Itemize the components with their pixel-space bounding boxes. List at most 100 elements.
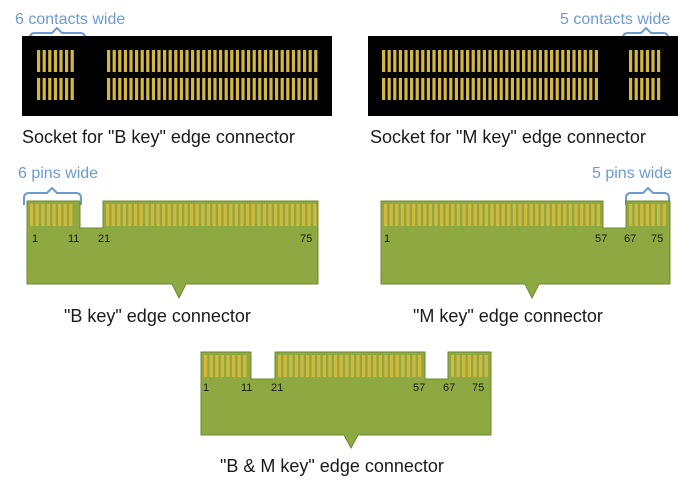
m-key-contact-31 [557,204,561,226]
b-socket-contact-bottom-r-29 [269,78,273,100]
m-socket-contact-top-19 [488,50,492,72]
b-socket-contact-bottom-4 [59,78,63,100]
b-socket-contact-top-r-4 [129,50,133,72]
m-socket-contact-bottom-21 [499,78,503,100]
b-key-caption: "B key" edge connector [64,306,251,326]
bm-key-contact-c-1 [456,355,460,377]
m-socket-contact-top-2 [393,50,397,72]
m-key-contact-28 [540,204,544,226]
m-socket-contact-top-10 [438,50,442,72]
b-socket-contact-bottom-r-10 [163,78,167,100]
m-socket-contact-bottom-28 [538,78,542,100]
m-socket-contact-top-9 [432,50,436,72]
m-socket-contact-top-18 [482,50,486,72]
b-key-contact-r-29 [268,204,272,226]
m-socket-contact-top-37 [589,50,593,72]
m-socket-contact-bottom-18 [482,78,486,100]
bm-key-contact-a-0 [204,355,208,377]
b-socket-contact-top-r-0 [107,50,111,72]
bm-key-contact-b-18 [378,355,382,377]
b-socket-contact-bottom-r-30 [275,78,279,100]
b-socket-contact-bottom-r-21 [224,78,228,100]
m-socket-contact-top-27 [533,50,537,72]
m-socket-contact-bottom-5 [410,78,414,100]
m-socket-contact-top-32 [561,50,565,72]
m-socket-contacts [382,50,661,100]
m-socket-contact-bottom-11 [443,78,447,100]
bm-key-contact-a-3 [220,355,224,377]
bm-key-contacts [204,355,488,377]
b-key-contact-r-23 [234,204,238,226]
b-socket-contact-bottom-0 [37,78,41,100]
m-socket-contact-bottom-20 [494,78,498,100]
m-socket-contact-bottom-15 [466,78,470,100]
bm-key-pin-57: 57 [413,382,425,394]
b-socket-contact-top-r-15 [191,50,195,72]
m-key-contact-26 [529,204,533,226]
m-key-contact-29 [546,204,550,226]
m-socket-contact-bottom-17 [477,78,481,100]
bm-key-contact-b-10 [334,355,338,377]
bm-key-contact-b-22 [401,355,405,377]
m-key-contact-24 [518,204,522,226]
b-socket-contact-top-r-6 [140,50,144,72]
b-key-contact-r-6 [139,204,143,226]
b-key-connector: 6 pins wide 1 11 21 75 "B key" edge conn… [18,165,319,326]
m-key-contact-38 [596,204,600,226]
b-socket-contact-top-r-18 [207,50,211,72]
m-key-contact-14 [462,204,466,226]
b-socket-contact-bottom-r-16 [196,78,200,100]
b-socket-contact-top-r-11 [168,50,172,72]
b-key-contact-r-1 [111,204,115,226]
b-socket-contact-bottom-r-15 [191,78,195,100]
b-socket-contact-bottom-r-22 [230,78,234,100]
m-key-contact-19 [490,204,494,226]
m-socket-contact-bottom-6 [415,78,419,100]
m-socket-contact-bottom-10 [438,78,442,100]
m-socket-contact-top-16 [471,50,475,72]
b-socket-contact-top-6 [70,50,74,72]
m-socket-contact-bottom-r-5 [657,78,661,100]
b-socket-contact-top-r-34 [297,50,301,72]
b-socket-contact-bottom-r-14 [185,78,189,100]
b-socket-contact-top-3 [53,50,57,72]
b-socket-contact-top-r-8 [151,50,155,72]
b-socket-contact-top-r-9 [157,50,161,72]
bm-key-contact-a-6 [237,355,241,377]
b-socket-contact-bottom-3 [53,78,57,100]
m-socket-contact-bottom-35 [578,78,582,100]
m-key-contact-21 [501,204,505,226]
m-key-contact-23 [512,204,516,226]
b-socket-contact-top-r-37 [314,50,318,72]
b-key-contact-3 [46,204,50,226]
m-key-contact-27 [535,204,539,226]
m-key-contact-9 [434,204,438,226]
b-socket-contact-bottom-r-0 [107,78,111,100]
b-key-pin-75: 75 [300,233,312,245]
m-socket-contact-bottom-38 [594,78,598,100]
m-socket-contact-top-5 [410,50,414,72]
m-socket-contact-top-1 [387,50,391,72]
b-socket-contact-bottom-1 [42,78,46,100]
bm-key-contact-c-6 [484,355,488,377]
b-socket-width-note: 6 contacts wide [15,11,125,28]
m-socket-contact-top-20 [494,50,498,72]
b-socket-contact-bottom-r-7 [146,78,150,100]
b-socket-contact-bottom-r-2 [118,78,122,100]
bm-key-connector: 1 11 21 57 67 75 "B & M key" edge connec… [200,351,492,476]
b-socket-contact-top-r-17 [202,50,206,72]
b-key-contact-r-27 [257,204,261,226]
bm-key-contact-b-24 [412,355,416,377]
m-key-pin-1: 1 [384,233,390,245]
m-socket-contact-top-28 [538,50,542,72]
m-socket-body [368,36,678,116]
m-socket-contact-bottom-r-4 [651,78,655,100]
m-socket-brace [622,26,669,45]
b-socket-contact-top-r-31 [280,50,284,72]
m-key-connector: 5 pins wide 1 57 67 75 "M key" edge conn… [380,165,672,326]
b-socket-contact-top-0 [37,50,41,72]
bm-key-contact-b-17 [373,355,377,377]
m-key-contact-12 [451,204,455,226]
m-socket-contact-bottom-12 [449,78,453,100]
b-key-contact-r-12 [173,204,177,226]
